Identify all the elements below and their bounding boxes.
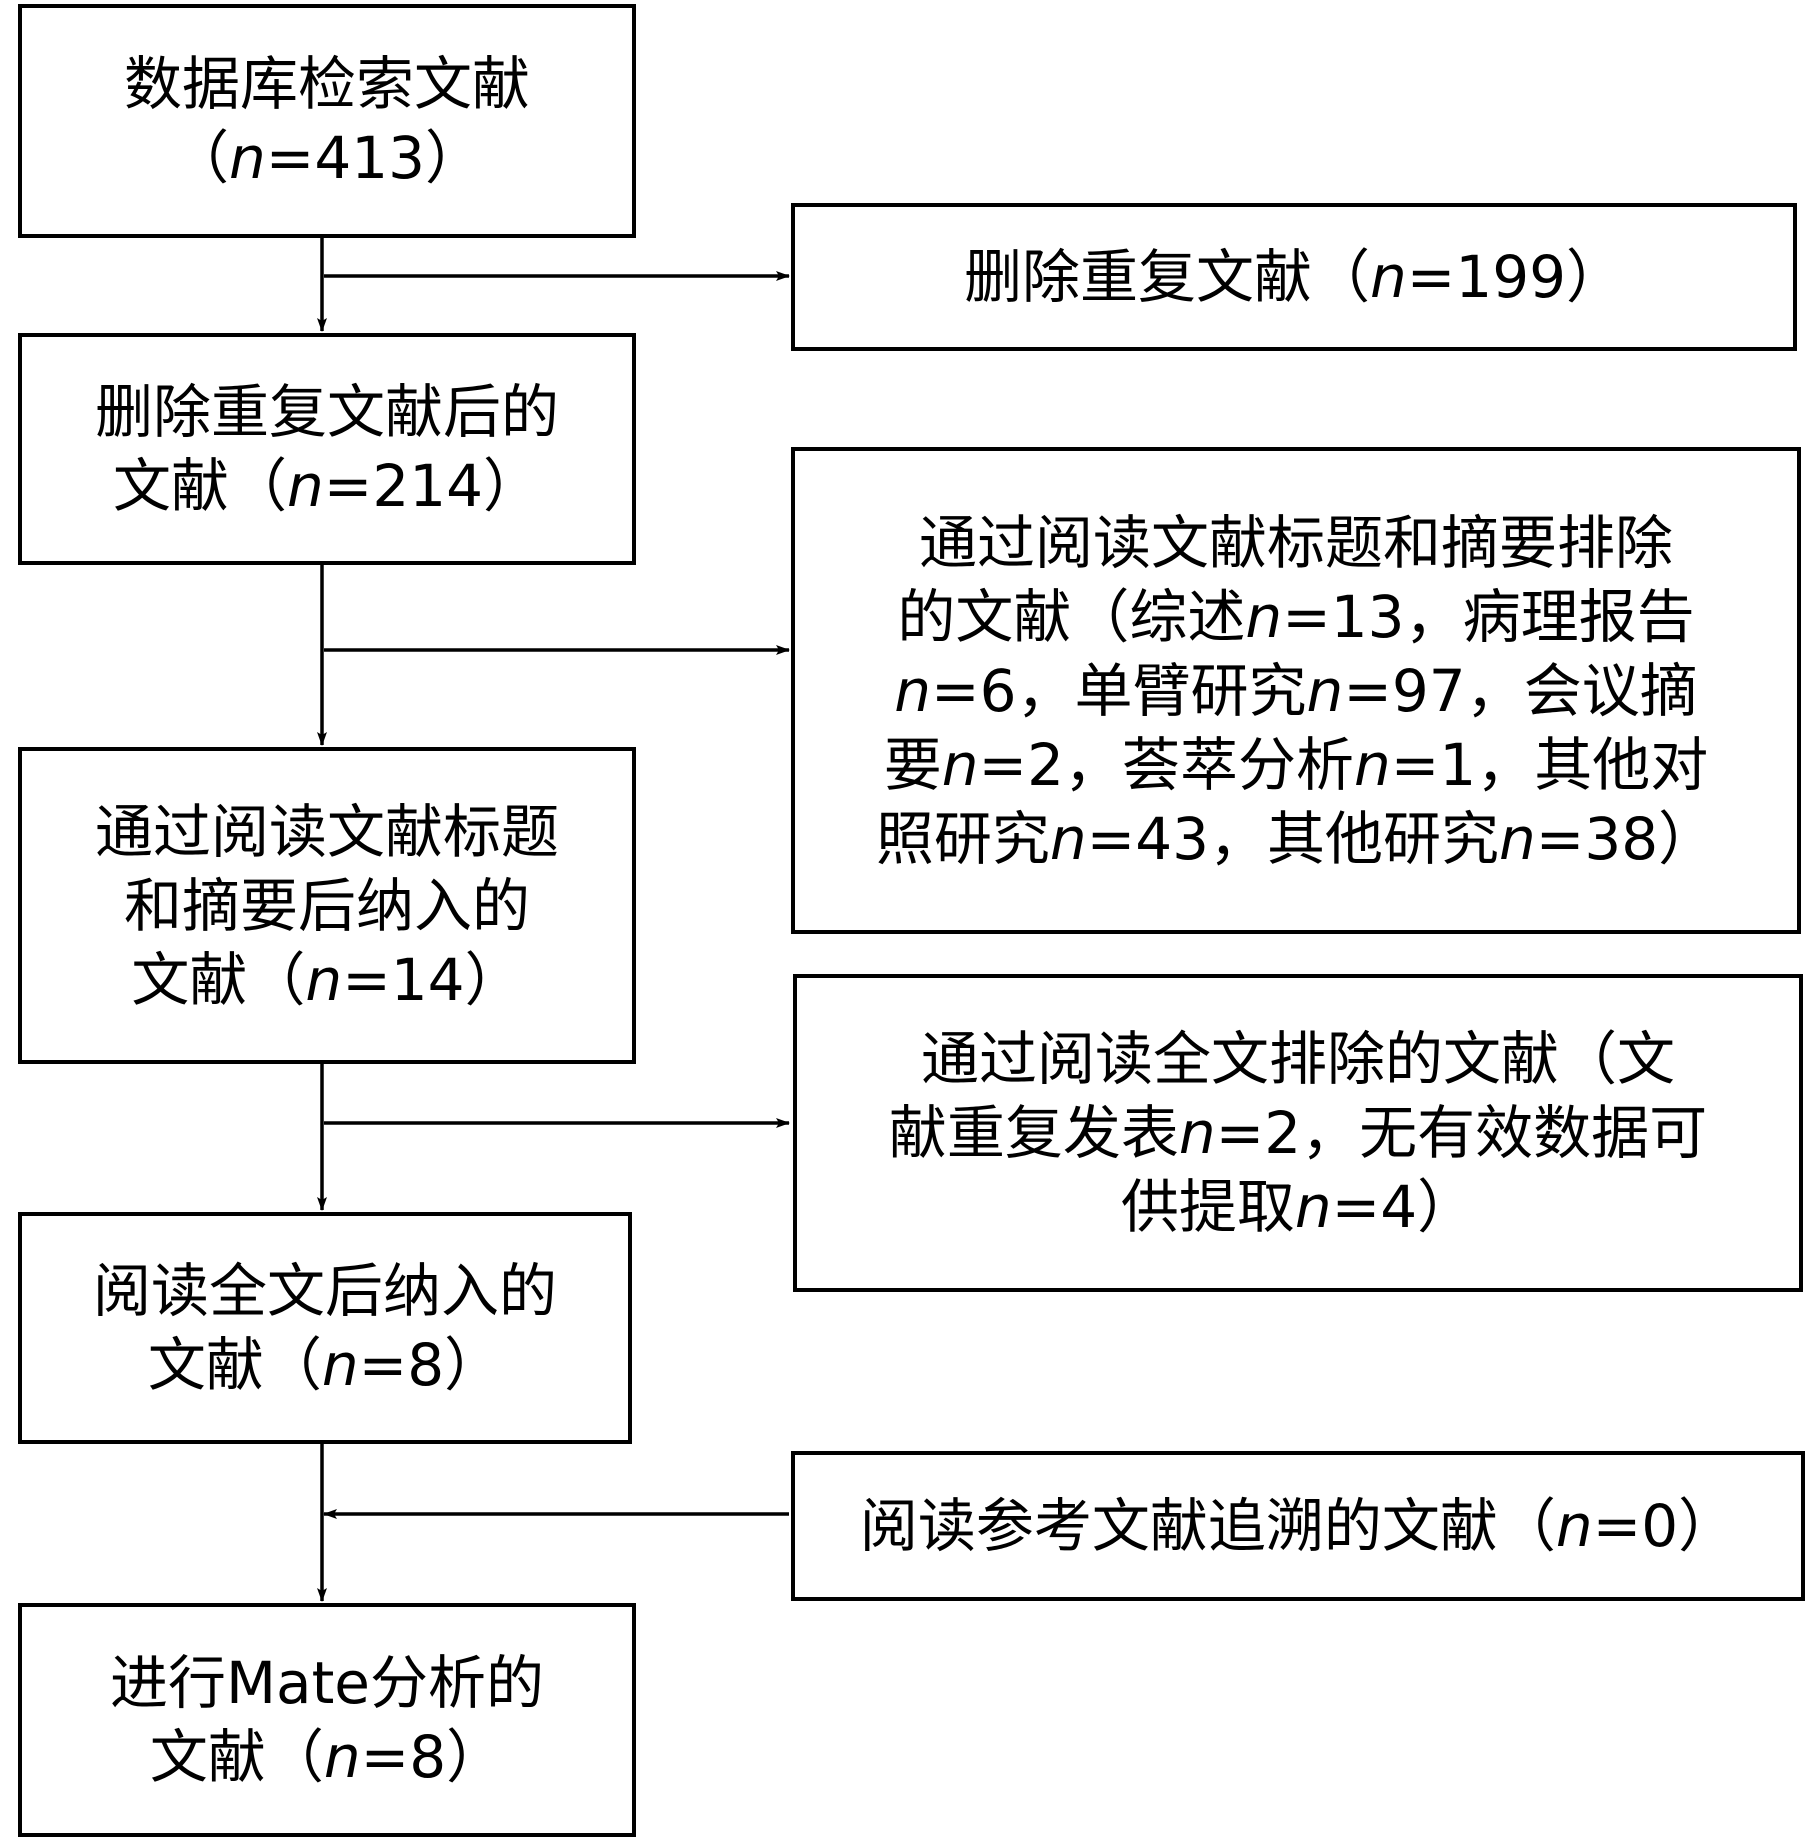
box-text-line: （n=413）	[171, 121, 483, 195]
box-reference-tracing: 阅读参考文献追溯的文献（n=0）	[791, 1451, 1805, 1601]
text-run: （	[170, 124, 229, 192]
text-run: 数据库检索文献	[123, 50, 530, 118]
box-text-line: 文献（n=14）	[131, 943, 522, 1017]
box-text-line: 通过阅读文献标题和摘要排除	[919, 506, 1673, 580]
text-run: 献重复发表	[888, 1099, 1179, 1167]
box-text-line: 删除重复文献（n=199）	[964, 240, 1624, 314]
text-run: 阅读全文后纳入的	[92, 1257, 557, 1325]
text-run: 通过阅读文献标题	[94, 797, 559, 866]
text-run: =0）	[1592, 1492, 1737, 1560]
text-run: =14）	[342, 945, 523, 1014]
box-after-dedup: 删除重复文献后的文献（n=214）	[18, 333, 636, 565]
text-run: =199）	[1406, 243, 1625, 311]
box-after-screening: 通过阅读文献标题和摘要后纳入的文献（n=14）	[18, 747, 636, 1064]
box-text-line: 献重复发表n=2，无有效数据可	[889, 1096, 1707, 1170]
text-run: 的文献（综述	[897, 582, 1246, 651]
box-text-line: 阅读全文后纳入的	[93, 1254, 557, 1328]
variable-n: n	[1354, 730, 1391, 799]
box-text-line: n=6，单臂研究n=97，会议摘	[894, 654, 1697, 728]
text-run: 和摘要后纳入的	[123, 871, 530, 940]
variable-n: n	[1294, 1173, 1332, 1241]
box-text-line: 数据库检索文献	[124, 47, 530, 121]
text-run: 文献（	[147, 1331, 322, 1399]
box-text-line: 通过阅读全文排除的文献（文	[921, 1022, 1675, 1096]
box-text-line: 文献（n=214）	[113, 449, 541, 523]
text-run: =1，其他对	[1390, 730, 1709, 799]
variable-n: n	[286, 452, 324, 520]
text-run: =8）	[360, 1723, 505, 1791]
text-run: =97，会议摘	[1343, 656, 1698, 725]
box-text-line: 文献（n=8）	[148, 1328, 502, 1402]
text-run: 通过阅读全文排除的文献（文	[920, 1025, 1675, 1093]
text-run: 供提取	[1120, 1173, 1295, 1241]
variable-n: n	[323, 1723, 361, 1791]
text-run: =2，无有效数据可	[1215, 1099, 1708, 1167]
text-run: =214）	[323, 452, 542, 520]
text-run: 进行Mate分析的	[109, 1649, 544, 1717]
box-text-line: 照研究n=43，其他研究n=38）	[876, 802, 1716, 876]
text-run: =2，荟萃分析	[978, 730, 1355, 799]
text-run: =13，病理报告	[1282, 582, 1695, 651]
variable-n: n	[305, 945, 343, 1014]
text-run: 阅读参考文献追溯的文献（	[859, 1492, 1556, 1560]
box-fulltext-excluded: 通过阅读全文排除的文献（文献重复发表n=2，无有效数据可供提取n=4）	[793, 974, 1803, 1292]
box-text-line: 进行Mate分析的	[110, 1646, 544, 1720]
box-duplicates-removed: 删除重复文献（n=199）	[791, 203, 1797, 351]
box-meta-analysis: 进行Mate分析的文献（n=8）	[18, 1603, 636, 1837]
text-run: 删除重复文献后的	[94, 378, 559, 446]
variable-n: n	[1369, 243, 1407, 311]
text-run: 要	[883, 730, 942, 799]
box-text-line: 文献（n=8）	[150, 1720, 504, 1794]
text-run: 通过阅读文献标题和摘要排除	[918, 508, 1673, 577]
text-run: =413）	[265, 124, 484, 192]
box-text-line: 供提取n=4）	[1121, 1170, 1475, 1244]
variable-n: n	[1049, 804, 1087, 873]
text-run: =6，单臂研究	[931, 656, 1307, 725]
box-text-line: 的文献（综述n=13，病理报告	[897, 580, 1694, 654]
text-run: 文献（	[112, 452, 287, 520]
text-run: 照研究	[875, 804, 1050, 873]
box-database-search: 数据库检索文献（n=413）	[18, 4, 636, 238]
text-run: 文献（	[131, 945, 306, 1014]
box-text-line: 删除重复文献后的	[95, 375, 559, 449]
variable-n: n	[1499, 804, 1536, 873]
text-run: =8）	[358, 1331, 503, 1399]
variable-n: n	[1555, 1492, 1593, 1560]
box-text-line: 和摘要后纳入的	[124, 869, 530, 943]
text-run: 文献（	[149, 1723, 324, 1791]
text-run: =4）	[1331, 1173, 1476, 1241]
variable-n: n	[1178, 1099, 1216, 1167]
variable-n: n	[1245, 582, 1283, 651]
variable-n: n	[941, 730, 979, 799]
text-run: =43，其他研究	[1086, 804, 1499, 873]
text-run: =38）	[1535, 804, 1717, 873]
variable-n: n	[321, 1331, 359, 1399]
box-after-fulltext: 阅读全文后纳入的文献（n=8）	[18, 1212, 632, 1444]
box-text-line: 要n=2，荟萃分析n=1，其他对	[884, 728, 1709, 802]
box-text-line: 通过阅读文献标题	[95, 795, 559, 869]
variable-n: n	[894, 656, 932, 725]
variable-n: n	[1306, 656, 1344, 725]
text-run: 删除重复文献（	[963, 243, 1370, 311]
variable-n: n	[228, 124, 266, 192]
box-text-line: 阅读参考文献追溯的文献（n=0）	[860, 1489, 1736, 1563]
